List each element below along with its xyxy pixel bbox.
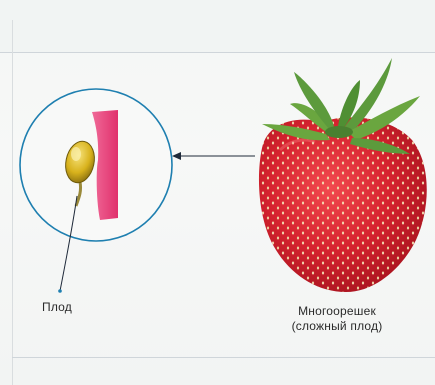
berry-name-label: Многоорешек	[262, 304, 412, 318]
magnified-view	[20, 89, 172, 241]
zoom-arrow-head	[172, 152, 181, 160]
berry-type-label: (сложный плод)	[262, 319, 412, 333]
strawberry-image	[250, 58, 435, 300]
fruit-label: Плод	[42, 300, 72, 314]
